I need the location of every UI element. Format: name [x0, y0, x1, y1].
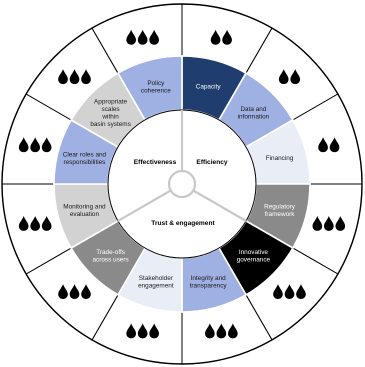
water-drop-icon	[290, 69, 301, 85]
water-drop-icon	[58, 69, 68, 85]
water-drop-icon	[137, 323, 148, 339]
water-drop-icon	[318, 137, 328, 153]
principle-label-capacity: Capacity	[196, 84, 222, 91]
water-drop-icon	[30, 137, 41, 153]
inner-circle: Effectiveness Efficiency Trust & engagem…	[107, 109, 257, 259]
label-trust-engagement: Trust & engagement	[151, 220, 215, 227]
water-drop-icon	[69, 284, 80, 299]
water-drop-icon	[41, 215, 52, 231]
divider-right	[192, 189, 247, 222]
water-drop-icon	[296, 284, 306, 299]
water-drop-icon	[30, 215, 41, 231]
water-drop-icon	[335, 215, 346, 231]
divider-left	[117, 189, 172, 222]
water-drop-icon	[222, 29, 232, 45]
water-drop-icon	[18, 137, 29, 153]
principle-label-financing: Financing	[266, 155, 294, 162]
outer-ring	[1, 3, 363, 365]
water-drop-icon	[81, 284, 91, 299]
water-drop-icon	[137, 29, 148, 45]
water-drop-icon	[323, 215, 334, 231]
water-drop-icon	[149, 323, 159, 339]
water-drop-icon	[58, 284, 68, 299]
water-drop-icon	[329, 137, 340, 153]
water-drop-icon	[69, 69, 80, 85]
water-drop-icon	[126, 323, 136, 339]
outer-rim	[1, 3, 363, 365]
water-drop-icon	[284, 284, 295, 299]
water-drop-icon	[278, 69, 289, 85]
water-drop-icon	[216, 323, 227, 339]
water-drop-icon	[126, 29, 136, 45]
water-drop-icon	[312, 215, 323, 231]
water-drop-icon	[18, 215, 29, 231]
label-efficiency: Efficiency	[196, 159, 227, 166]
water-drop-icon	[149, 29, 159, 45]
water-drop-icon	[41, 137, 52, 153]
water-drop-icon	[273, 284, 283, 299]
water-drop-icon	[205, 323, 215, 339]
water-drop-icon	[81, 69, 91, 85]
label-effectiveness: Effectiveness	[134, 159, 177, 166]
water-drop-icon	[210, 29, 221, 45]
hub-circle	[167, 169, 197, 199]
water-drop-icon	[228, 323, 238, 339]
